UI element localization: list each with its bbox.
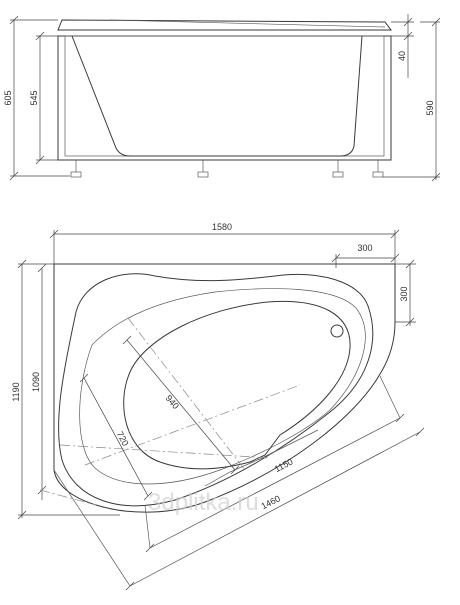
plan-view: 1580 300 300 1190 1090 940 [11, 222, 425, 591]
side-legs [70, 160, 384, 178]
dim-front-diagonal: 1460 [259, 493, 281, 511]
side-apron-inner [64, 35, 385, 157]
side-rim [57, 19, 392, 31]
plan-basin-inner [79, 288, 366, 485]
dim-inner-depth: 1090 [31, 372, 41, 392]
dim-overall-width: 1580 [212, 222, 232, 232]
watermark-text: 3dplitka.ru [148, 489, 259, 516]
dim-right-offset: 300 [399, 286, 409, 301]
dim-basin-width: 720 [115, 430, 131, 448]
plan-outer-outline [53, 263, 396, 513]
dim-body-height: 545 [29, 90, 39, 105]
dim-inner-diagonal: 1150 [273, 456, 295, 474]
plan-basin-outer [58, 273, 374, 507]
dim-overall-depth: 1190 [11, 382, 21, 401]
side-basin-profile [71, 35, 363, 157]
dim-overall-height: 605 [3, 90, 13, 105]
drain-icon [330, 324, 344, 338]
side-apron-frame [57, 35, 392, 161]
side-rim-slope [109, 19, 386, 28]
side-view: 605 545 40 590 [3, 14, 441, 182]
dim-top-offset: 300 [357, 243, 372, 253]
plan-step-detail [204, 429, 319, 487]
dim-basin-length: 940 [164, 393, 181, 411]
plan-bath-well [123, 300, 351, 470]
dim-leg-height: 590 [425, 100, 435, 115]
dim-rim-thickness: 40 [397, 51, 407, 61]
